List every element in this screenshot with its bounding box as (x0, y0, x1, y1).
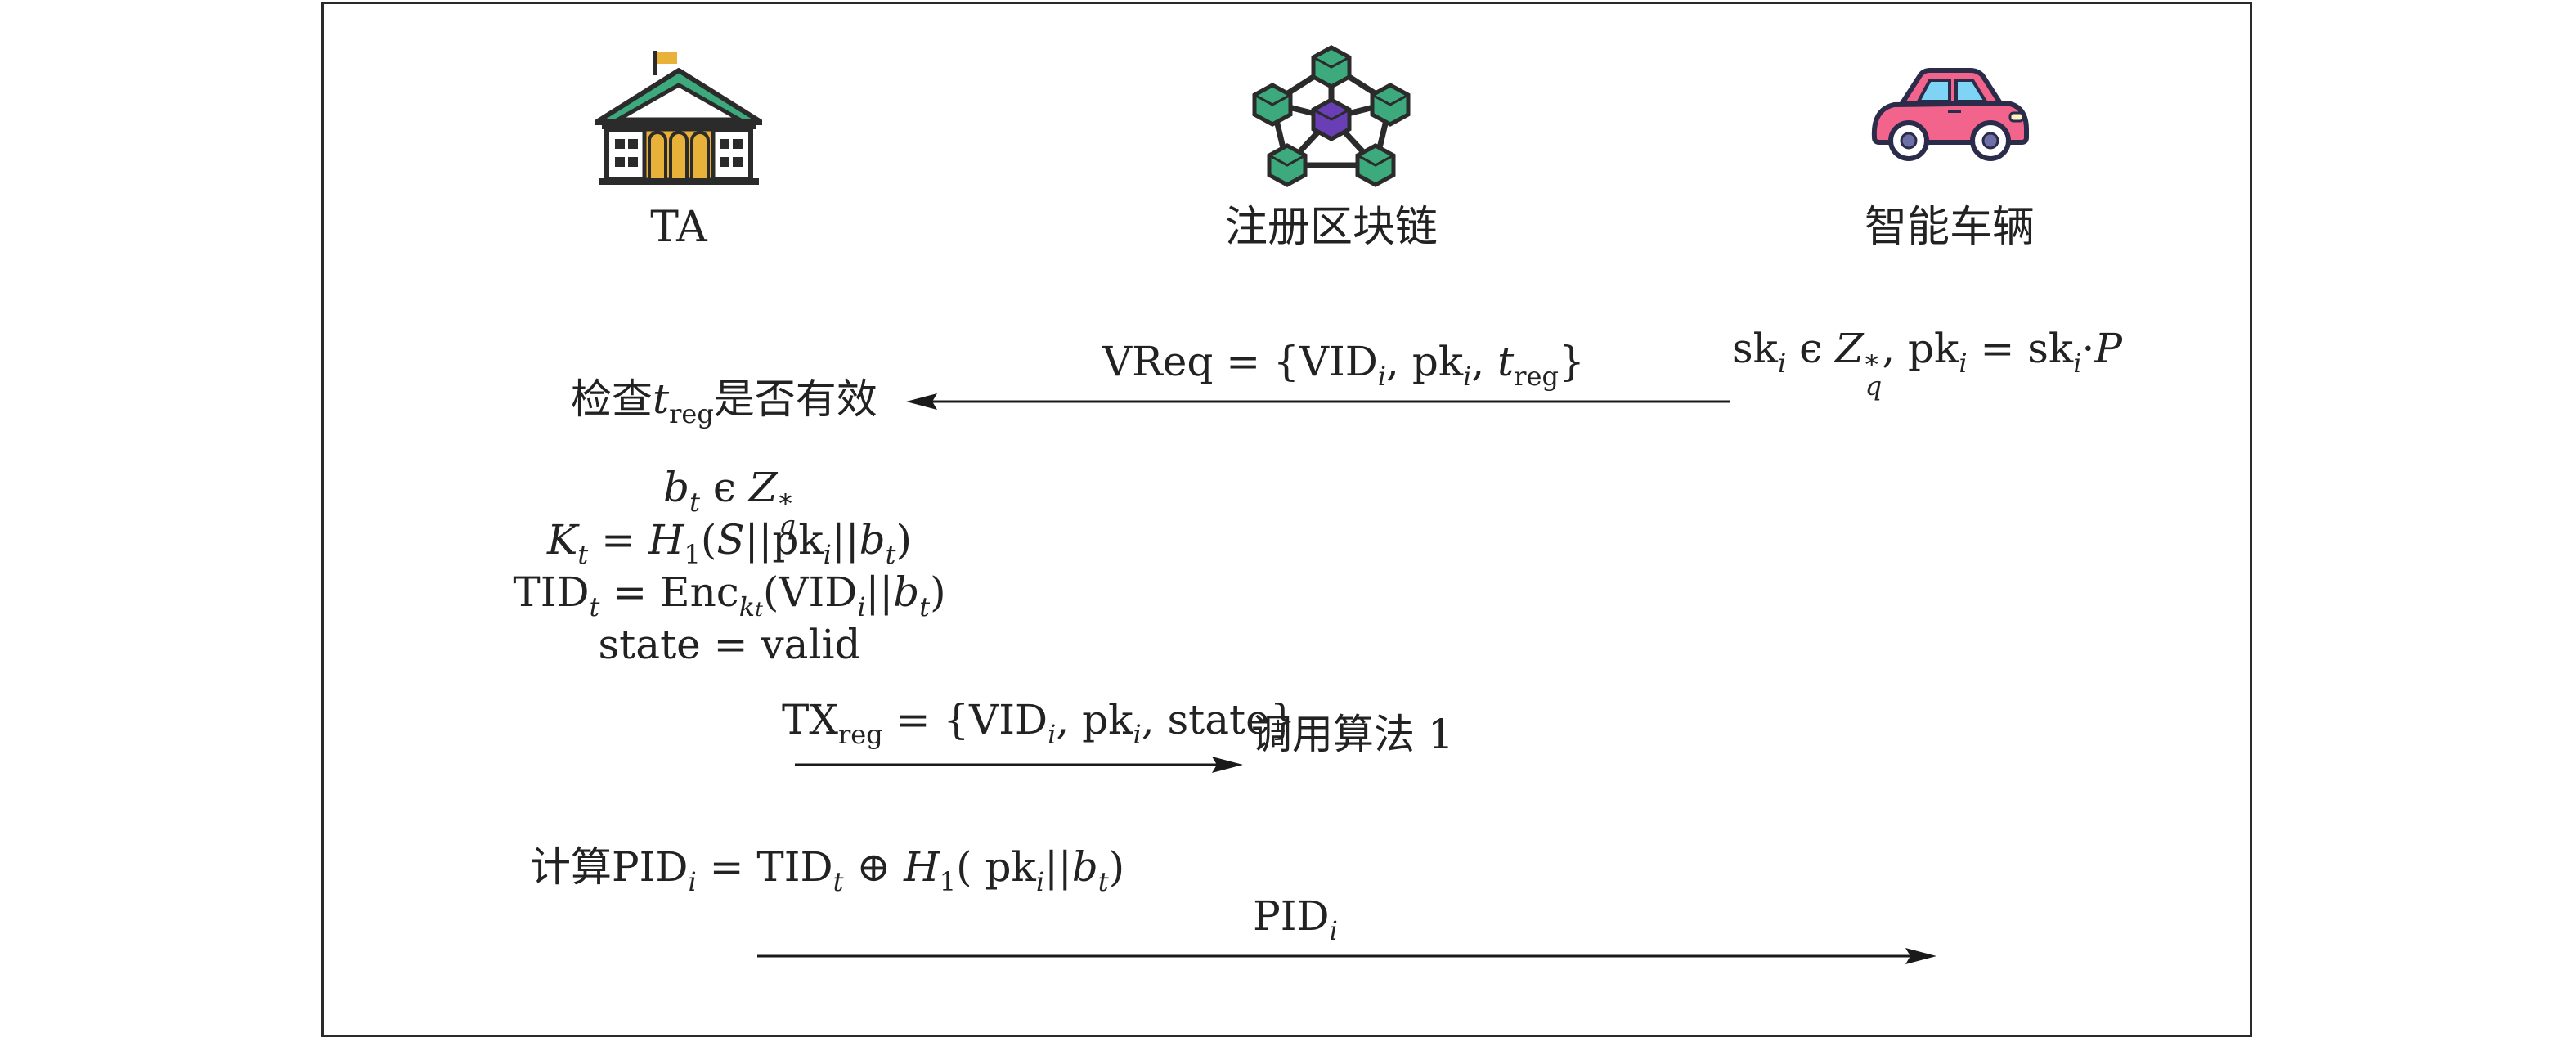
ta-compute-line-2: Kt = H1(S||pki||bt) (547, 516, 912, 570)
arrow-pid (757, 948, 1936, 964)
vehicle-keygen-formula: ski ϵ Z*q, pki = ski·P (1732, 325, 2123, 402)
blockchain-network-icon (1252, 45, 1411, 187)
check-treg: 检查treg是否有效 (571, 375, 877, 429)
actor-label-vehicle: 智能车辆 (1864, 203, 2035, 252)
arrow-vreq (906, 393, 1730, 410)
message-vreq: VReq = {VIDi, pki, treg} (1102, 338, 1585, 392)
diagram-frame (321, 2, 2252, 1037)
arrow-tx-reg (795, 757, 1243, 773)
ta-compute-line-3: TIDt = Enckt(VIDi||bt) (513, 568, 946, 622)
pid-compute: 计算PIDi = TIDt ⊕ H1( pki||bt) (530, 843, 1125, 897)
message-tx-reg: TXreg = {VIDi, pki, state} (782, 696, 1296, 750)
ta-compute-line-1: bt ϵ Z*q (663, 464, 796, 541)
call-algorithm-1: 调用算法 1 (1251, 711, 1454, 758)
ta-compute-line-4: state = valid (598, 621, 861, 668)
actor-label-ta: TA (650, 203, 707, 252)
car-icon (1871, 68, 2029, 161)
government-building-icon (595, 51, 762, 185)
message-pid: PIDi (1253, 892, 1338, 946)
actor-label-chain: 注册区块链 (1224, 203, 1438, 252)
